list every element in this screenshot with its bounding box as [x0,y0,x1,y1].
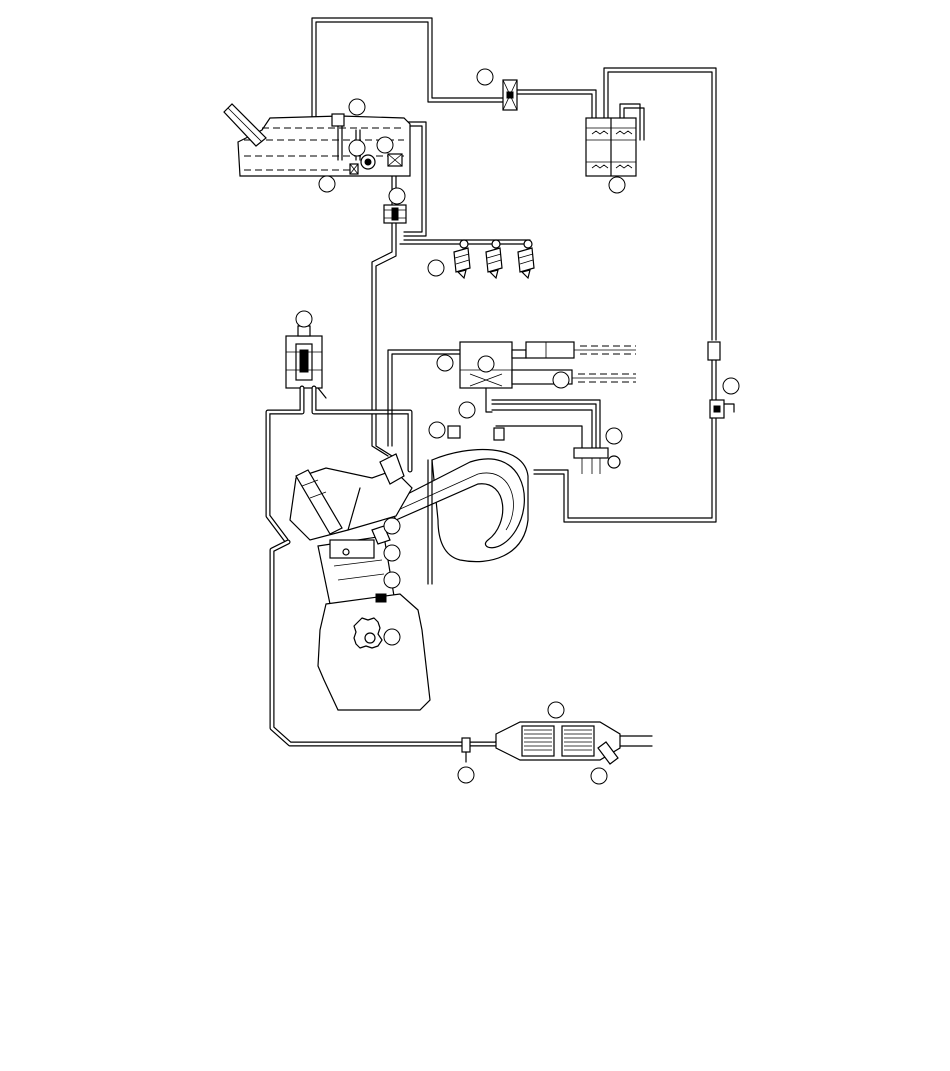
callout-evap-canister [295,310,313,328]
canister-vent-valve [707,341,735,419]
callout-evap-purge-valve [608,176,626,194]
fuel-pressure-regulator [265,325,413,543]
callout-intake-air-temp-sensor [722,377,740,395]
callout-fuel-level-sender [348,139,366,157]
evap-purge-valve [502,79,518,111]
intake-manifold [387,448,529,585]
callouts [295,68,740,785]
callout-fuel-pump [348,98,366,116]
vapor-lines [311,17,717,523]
callout-coolant-temp-sensor [383,571,401,589]
callout-idle-control-valve [428,421,446,439]
callout-canister-vent-valve [436,354,454,372]
evap-canister [585,103,645,177]
callout-throttle-body [458,401,476,419]
exhaust-system [269,539,653,765]
callout-spark-plug [383,544,401,562]
callout-crankshaft-position-sensor [547,701,565,719]
callout-fuel-filter [318,175,336,193]
callout-catalytic-converter [457,766,475,784]
callout-intake-manifold [605,427,623,445]
callout-rollover-valve [376,136,394,154]
air-intake [387,341,636,474]
callout-fuel-tank [476,68,494,86]
fuel-tank [223,103,411,177]
callout-ignition-coil [383,517,401,535]
callout-fuel-injectors [388,187,406,205]
callout-air-filter [477,355,495,373]
fuel-filter [383,204,407,224]
engine-block [289,453,431,711]
callout-knock-sensor [383,628,401,646]
callout-upstream-oxygen-sensor [590,767,608,785]
callout-mass-airflow-sensor [552,371,570,389]
callout-fuel-pressure-regulator [427,259,445,277]
fuel-injectors [453,239,535,280]
